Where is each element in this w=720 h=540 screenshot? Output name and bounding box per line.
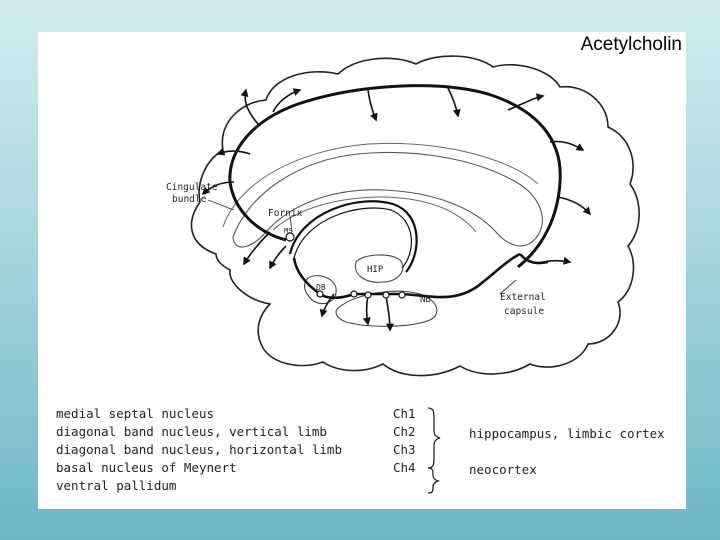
nb-label: NB <box>420 295 431 305</box>
external-capsule-pathway <box>401 252 521 299</box>
db-label: DB <box>316 283 326 292</box>
legend-structure: medial septal nucleus <box>56 406 215 421</box>
brain-outline <box>190 55 640 377</box>
legend-target: neocortex <box>469 462 537 477</box>
slide: Acetylcholin <box>38 32 686 509</box>
ms-label: MS <box>284 227 292 235</box>
legend-group: Ch3 <box>393 442 416 457</box>
fornix-arch <box>288 200 418 273</box>
legend-structure: diagonal band nucleus, vertical limb <box>56 424 327 439</box>
septal-pathway <box>292 257 321 296</box>
legend-target: hippocampus, limbic cortex <box>469 426 665 441</box>
legend-structure: ventral pallidum <box>56 478 177 493</box>
cingulate-bundle-label-2: bundle <box>172 194 207 205</box>
legend-group: Ch1 <box>393 406 416 421</box>
nb-nucleus <box>364 291 372 299</box>
legend-structure: basal nucleus of Meynert <box>56 460 237 475</box>
fornix-label: Fornix <box>268 208 303 219</box>
legend-group: Ch4 <box>393 460 416 475</box>
corpus-callosum-outline <box>222 142 539 228</box>
external-capsule-label-2: capsule <box>504 306 544 317</box>
cingulate-gyrus-outline <box>232 151 543 248</box>
hip-label: HIP <box>367 265 384 275</box>
hippocampus-outline <box>354 254 404 283</box>
ms-nucleus <box>285 232 295 242</box>
slide-title: Acetylcholin <box>580 34 682 55</box>
legend-structure: diagonal band nucleus, horizontal limb <box>56 442 342 457</box>
cholinergic-pathways-diagram: Cingulate bundle Fornix MS DB HIP NB Ext… <box>166 55 640 377</box>
legend-group: Ch2 <box>393 424 416 439</box>
cingulate-pathway <box>228 84 562 269</box>
db-nucleus <box>316 290 324 298</box>
external-capsule-label-1: External <box>500 292 546 303</box>
legend-braces <box>427 407 441 494</box>
cingulate-bundle-label-1: Cingulate <box>166 182 218 193</box>
